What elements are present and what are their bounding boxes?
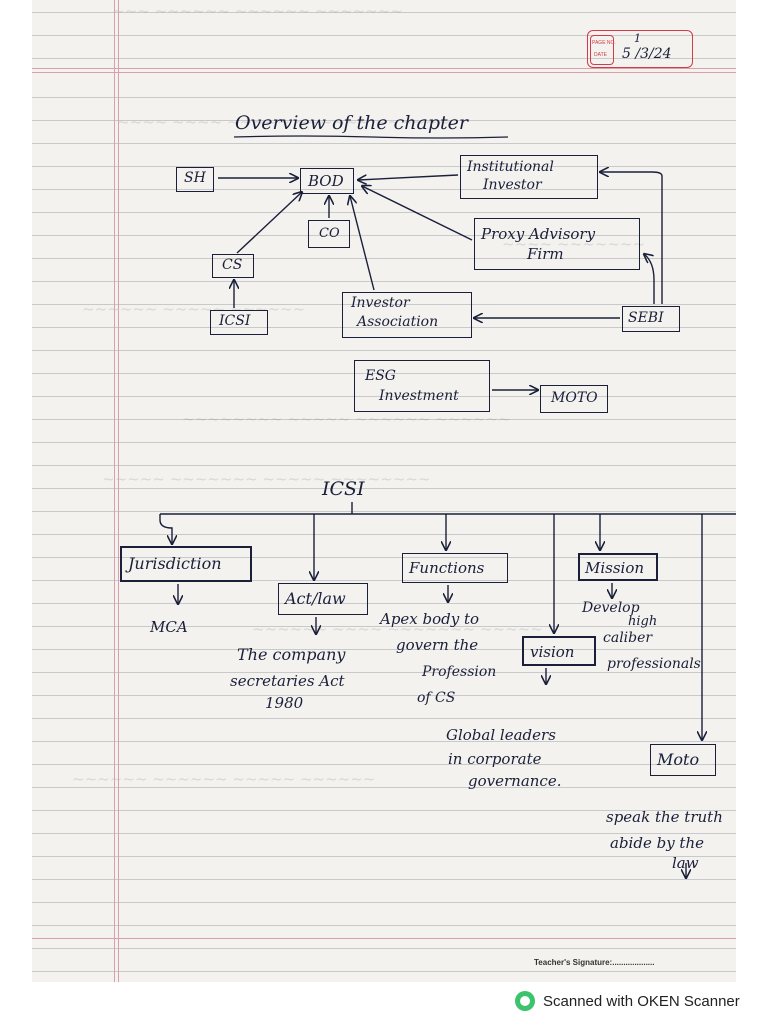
node-icsi-top: ICSI bbox=[210, 310, 268, 335]
bleed-through-text: ~~~~ ~~~~~~~ bbox=[502, 235, 646, 253]
scanner-text: Scanned with OKEN Scanner bbox=[543, 992, 740, 1010]
vision-line3: governance. bbox=[468, 772, 562, 790]
bleed-through-text: ~~~~~~~~ ~~~~~ ~~~~~~ ~~~~~~ bbox=[182, 410, 511, 428]
node-institutional-investor: Institutional Investor bbox=[460, 155, 598, 199]
node-functions: Functions bbox=[402, 553, 508, 583]
mission-line1: Develop bbox=[582, 600, 640, 616]
moto-line2: abide by the bbox=[610, 834, 704, 852]
node-moto-bottom: Moto bbox=[650, 744, 716, 776]
bleed-through-text: ~~~ ~~~~~~ ~~~~~~ ~~~~~~~ bbox=[112, 2, 403, 20]
node-esg-investment: ESG Investment bbox=[354, 360, 490, 412]
teacher-signature-label: Teacher's Signature:................... bbox=[534, 958, 655, 967]
header-rule bbox=[32, 68, 736, 69]
page-date: 5 /3/24 bbox=[622, 46, 672, 62]
node-sh: SH bbox=[176, 167, 214, 192]
node-sebi: SEBI bbox=[622, 306, 680, 332]
margin-line bbox=[114, 0, 115, 982]
act-detail-line2: secretaries Act bbox=[230, 672, 345, 690]
moto-line3: law bbox=[672, 854, 699, 872]
bleed-through-text: ~~~~~~ ~~~~~ ~~~~~~ bbox=[82, 300, 306, 318]
functions-line1: Apex body to bbox=[380, 610, 480, 628]
arrow-sebi-to-institutional bbox=[600, 172, 663, 304]
functions-line2: govern the bbox=[396, 636, 479, 654]
node-cs: CS bbox=[212, 254, 254, 278]
node-bod: BOD bbox=[300, 168, 354, 194]
functions-line3: Profession bbox=[422, 664, 497, 680]
bleed-through-text: ~~~~ ~~~~ ~~~~~ ~~~~~~ ~~~~~~ bbox=[117, 113, 451, 131]
scanner-watermark: Scanned with OKEN Scanner bbox=[515, 990, 740, 1012]
node-jurisdiction: Jurisdiction bbox=[120, 546, 252, 582]
connector-layer bbox=[159, 0, 736, 982]
notebook-page: ~~~ ~~~~~~ ~~~~~~ ~~~~~~~ ~~~~ ~~~~ ~~~~… bbox=[32, 0, 736, 982]
stamp-page-label: PAGE NO. bbox=[592, 40, 616, 46]
bleed-through-text: ~~~~~~ ~~~~~~ ~~~~~ ~~~~~~ bbox=[72, 770, 376, 788]
bleed-through-text: ~~~~~ ~~~~~~~ ~~~~~ ~~~~~~~~ bbox=[102, 470, 431, 488]
mission-line2: high bbox=[628, 614, 658, 629]
arrow-sebi-to-proxy bbox=[644, 254, 655, 304]
node-mission: Mission bbox=[578, 553, 658, 581]
mission-line3: caliber bbox=[603, 630, 653, 646]
margin-line bbox=[118, 0, 119, 982]
bleed-through-text: ~~~~~~ ~~~~ ~~~~~~~ ~~~~~ bbox=[252, 620, 543, 638]
arrow-to-jurisdiction bbox=[159, 514, 172, 544]
page-number: 1 bbox=[634, 32, 641, 45]
jurisdiction-value: MCA bbox=[150, 618, 188, 636]
arrow-institutional-to-bod bbox=[358, 174, 459, 180]
stamp-date-label: DATE bbox=[594, 52, 607, 58]
page-title: Overview of the chapter bbox=[235, 112, 468, 134]
page-date-stamp: PAGE NO. DATE 1 5 /3/24 bbox=[587, 30, 693, 68]
functions-line4: of CS bbox=[417, 690, 456, 706]
footer-rule bbox=[32, 938, 736, 939]
node-investor-association: Investor Association bbox=[342, 292, 472, 338]
node-moto-top: MOTO bbox=[540, 385, 608, 413]
oken-logo-icon bbox=[515, 991, 535, 1011]
title-underline bbox=[233, 135, 509, 139]
vision-line2: in corporate bbox=[448, 750, 542, 768]
arrow-cs-to-bod bbox=[236, 192, 302, 254]
node-proxy-advisory-firm: Proxy Advisory Firm bbox=[474, 218, 640, 270]
node-co: CO bbox=[308, 220, 350, 248]
header-rule bbox=[32, 72, 736, 73]
arrow-assoc-to-bod bbox=[350, 196, 375, 291]
moto-line1: speak the truth bbox=[606, 808, 723, 826]
node-icsi-root: ICSI bbox=[322, 478, 365, 500]
act-detail-line3: 1980 bbox=[265, 694, 304, 712]
vision-line1: Global leaders bbox=[446, 726, 556, 744]
arrow-proxy-to-bod bbox=[362, 186, 473, 241]
node-vision: vision bbox=[522, 636, 596, 666]
stamp-label-box bbox=[590, 35, 614, 65]
act-detail-line1: The company bbox=[237, 645, 346, 664]
node-act-law: Act/law bbox=[278, 583, 368, 615]
mission-line4: professionals bbox=[607, 656, 701, 672]
